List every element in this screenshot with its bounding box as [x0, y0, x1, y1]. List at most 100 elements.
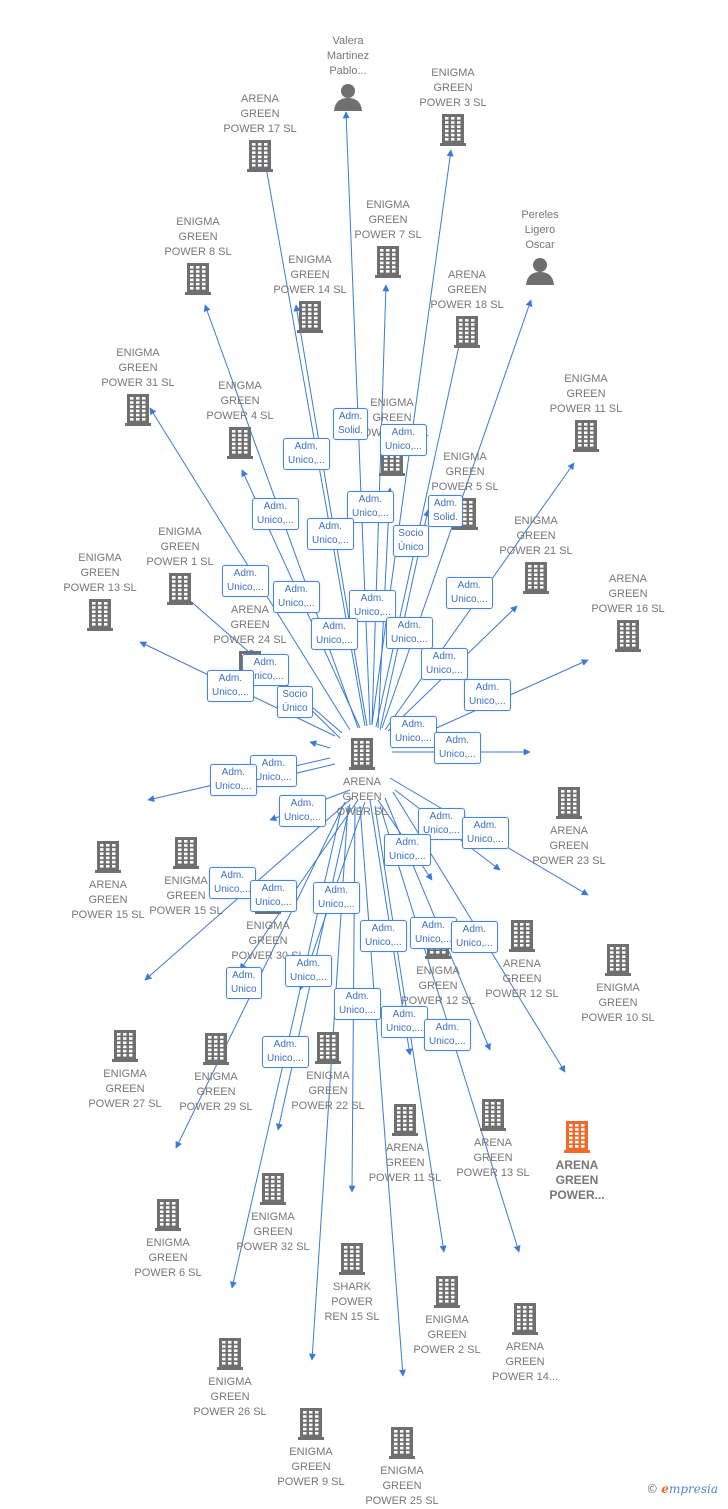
relationship-badge[interactable]: Adm.Unico,... — [381, 1006, 428, 1038]
node-label-line: ARENA — [503, 958, 541, 970]
relationship-badge[interactable]: Adm.Unico,... — [209, 867, 256, 899]
relationship-badge[interactable]: Adm.Unico,... — [273, 581, 320, 613]
relationship-badge[interactable]: Adm.Unico,... — [464, 679, 511, 711]
relationship-badge[interactable]: Adm.Unico,... — [360, 920, 407, 952]
node-label-line: ENIGMA — [288, 254, 332, 266]
building-glyph — [112, 1030, 138, 1062]
relationship-badge[interactable]: Adm.Unico,... — [349, 590, 396, 622]
relationship-badge[interactable]: Adm.Unico,... — [207, 670, 254, 702]
relationship-badge[interactable]: Adm.Unico,... — [421, 648, 468, 680]
relationship-badge[interactable]: Adm.Unico,... — [446, 577, 493, 609]
node-label-line: ENIGMA — [366, 199, 410, 211]
relationship-badge[interactable]: Adm.Unico,... — [283, 438, 330, 470]
node-label-line: POWER 11 SL — [368, 1172, 442, 1184]
relationship-badge[interactable]: Adm.Unico,... — [380, 424, 427, 456]
relationship-badge[interactable]: Adm.Unico,... — [262, 1036, 309, 1068]
relationship-badge[interactable]: Adm.Unico,... — [285, 955, 332, 987]
node-label-line: POWER 12 SL — [401, 995, 475, 1007]
node-label-line: Oscar — [525, 239, 555, 251]
relationship-badge[interactable]: Adm.Unico,... — [252, 498, 299, 530]
relationship-badge[interactable]: Adm.Unico,... — [250, 755, 297, 787]
node-label-line: POWER 17 SL — [223, 123, 297, 135]
node-label-line: ENIGMA — [380, 1465, 424, 1477]
relationship-badge[interactable]: Adm.Unico,... — [384, 834, 431, 866]
node-label-line: POWER 3 SL — [419, 97, 487, 109]
relationship-badge[interactable]: Adm.Unico,... — [210, 764, 257, 796]
relationship-badge[interactable]: Adm.Unico,... — [334, 988, 381, 1020]
node-label-line: ENIGMA — [306, 1070, 350, 1082]
relationship-badge[interactable]: Adm.Unico,... — [410, 917, 457, 949]
relationship-badge[interactable]: Adm.Unico,... — [451, 921, 498, 953]
badge-line: Adm. — [435, 1022, 460, 1033]
relationship-badge[interactable]: Adm.Unico,... — [390, 716, 437, 748]
relationship-badge[interactable]: Adm.Unico,... — [424, 1019, 471, 1051]
node-label-line: Martinez — [326, 50, 370, 62]
relationship-badge[interactable]: Adm.Unico,... — [386, 617, 433, 649]
relationship-badge[interactable]: Adm.Unico,... — [347, 491, 394, 523]
node-label-line: GREEN — [372, 412, 412, 424]
relationship-badge[interactable]: Adm.Solid. — [333, 408, 369, 440]
relationship-badge[interactable]: Adm.Unico,... — [250, 880, 297, 912]
relationship-badge[interactable]: Adm.Unico,... — [222, 565, 269, 597]
relationship-badge[interactable]: Adm.Unico,... — [434, 732, 481, 764]
relationship-badge[interactable]: Adm.Unico,... — [311, 618, 358, 650]
building-icon — [45, 599, 155, 636]
building-icon — [83, 394, 193, 431]
relationship-badge[interactable]: Adm.Unico,... — [462, 817, 509, 849]
relationship-edge-6 — [293, 304, 368, 727]
badge-line: Adm. — [371, 923, 396, 934]
building-glyph — [615, 620, 641, 652]
badge-line: Adm. — [322, 621, 347, 632]
building-icon — [70, 1030, 180, 1067]
node-label-line: GREEN — [118, 362, 158, 374]
badge-line: Adm. — [324, 885, 349, 896]
building-icon — [125, 573, 235, 610]
relationship-badge[interactable]: Adm.Unico,... — [279, 795, 326, 827]
relationship-badge[interactable]: Adm.Unico — [226, 967, 262, 999]
relationship-badge[interactable]: Adm.Solid. — [428, 495, 464, 527]
building-glyph — [203, 1033, 229, 1065]
relationship-badge[interactable]: Adm.Unico,... — [307, 518, 354, 550]
node-label-line: ARENA — [241, 93, 279, 105]
relationship-badge[interactable]: Adm.Unico,... — [313, 882, 360, 914]
